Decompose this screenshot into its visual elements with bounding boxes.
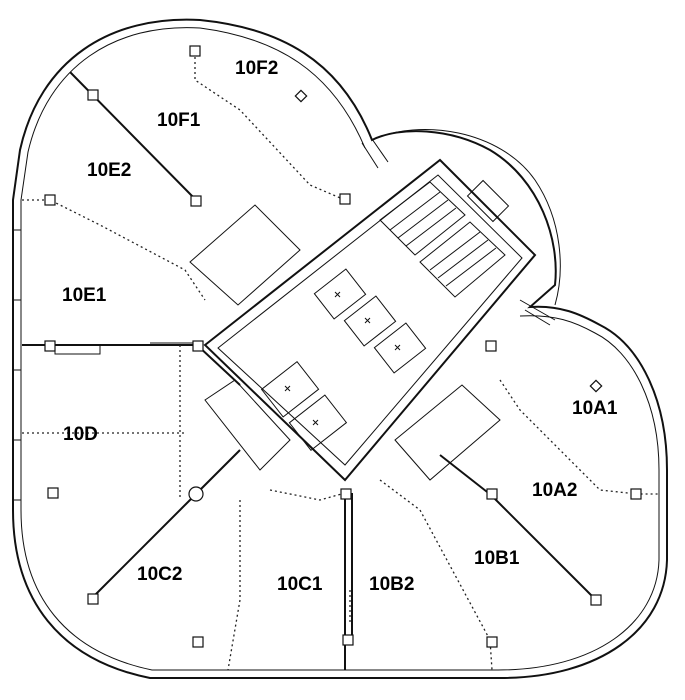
column-marker [342,634,354,646]
column-marker [44,340,56,352]
column-marker [630,488,642,500]
unit-label-10A2: 10A2 [532,480,577,501]
column-marker [589,379,603,393]
unit-label-10E2: 10E2 [87,160,131,181]
unit-label-10F1: 10F1 [157,110,201,131]
unit-label-10E1: 10E1 [62,285,107,306]
column-marker [192,636,204,648]
column-marker [47,487,59,499]
column-marker [294,89,308,103]
columns [44,45,642,648]
column-marker [87,593,99,605]
column-marker [590,594,602,606]
column-marker [192,340,204,352]
building-core [189,158,537,482]
unit-label-10F2: 10F2 [235,58,278,79]
unit-label-10C1: 10C1 [277,574,323,595]
column-marker [486,488,498,500]
column-marker [189,45,201,57]
column-marker [44,194,56,206]
column-marker [339,193,351,205]
unit-labels: 10A1 10A2 10B1 10B2 10C1 10C2 10D 10E1 1… [62,58,618,595]
column-marker [188,486,204,502]
unit-label-10B2: 10B2 [369,574,414,595]
building-envelope [12,18,668,679]
unit-label-10D: 10D [63,424,98,445]
unit-label-10B1: 10B1 [474,548,520,569]
column-marker [486,636,498,648]
unit-label-10A1: 10A1 [572,398,618,419]
unit-label-10C2: 10C2 [137,564,182,585]
column-marker [340,488,352,500]
column-marker [87,89,99,101]
tenant-boundaries [22,52,659,671]
column-marker [485,340,497,352]
column-marker [190,195,202,207]
